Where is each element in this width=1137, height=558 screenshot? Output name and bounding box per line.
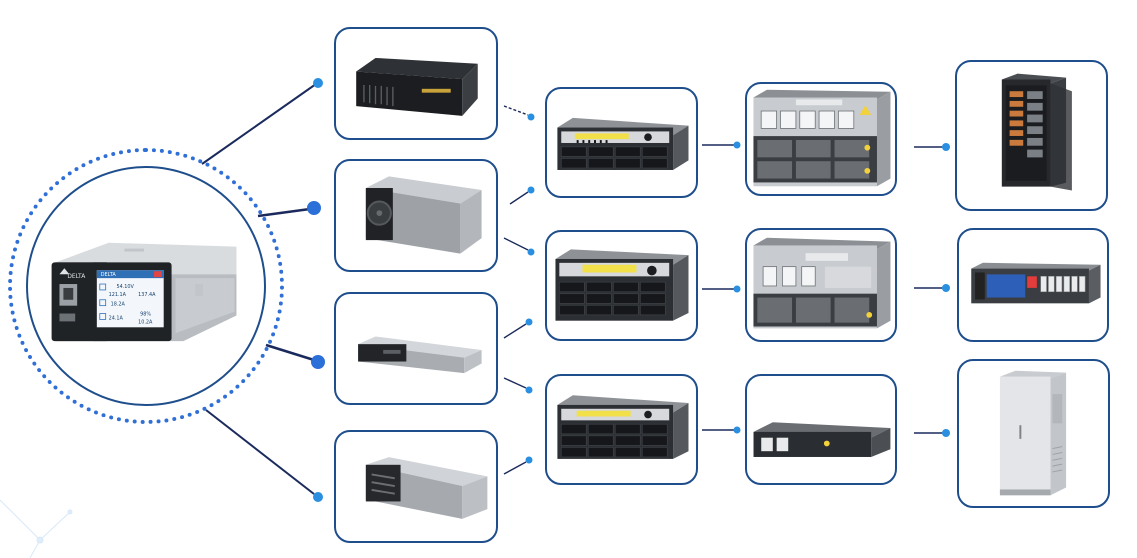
connector-dot <box>525 456 533 464</box>
connector-dot <box>311 355 325 369</box>
rectifier-illustration <box>356 57 478 116</box>
connector-dot <box>733 426 741 434</box>
readout-percent: 98% <box>140 312 151 318</box>
distribution-unit-3[interactable] <box>745 374 897 485</box>
readout-current-4: 24.1A <box>109 315 124 321</box>
connector-dot <box>733 285 741 293</box>
readout-current-3: 18.2A <box>111 302 126 308</box>
rectifier-module-1[interactable] <box>334 27 498 140</box>
connector-dot <box>525 318 533 326</box>
rectifier-module-2[interactable] <box>334 159 498 272</box>
connector-dot <box>313 78 323 88</box>
connector-dot <box>942 429 950 437</box>
distribution-unit-2[interactable] <box>745 228 897 342</box>
panel-illustration <box>971 262 1101 304</box>
readout-current-5: 10.2A <box>138 319 153 325</box>
connector-dot <box>942 284 950 292</box>
connector-hub-rect4 <box>205 409 315 495</box>
distribution-unit-1[interactable] <box>745 82 897 196</box>
readout-current-2: 137.4A <box>138 292 156 298</box>
readout-voltage: 54.10V <box>117 284 135 290</box>
outdoor-cabinet[interactable] <box>957 359 1110 508</box>
connector-dot <box>942 143 950 151</box>
distribution-unit-illustration <box>753 89 891 187</box>
controller-illustration: DELTA DELTA 54.10V 121.1A 137.4A 18.2A 2… <box>51 242 237 342</box>
indoor-rack-cabinet[interactable] <box>955 60 1108 211</box>
readout-current-1: 121.1A <box>109 292 127 298</box>
connector-dot <box>527 248 535 256</box>
distribution-unit-illustration <box>753 422 891 457</box>
connector-dot <box>307 201 321 215</box>
controller-ring <box>8 148 284 424</box>
cabinet-illustration <box>1001 73 1072 191</box>
connector-dot <box>733 141 741 149</box>
power-shelf-1[interactable] <box>545 87 698 198</box>
controller-hub[interactable]: DELTA DELTA 54.10V 121.1A 137.4A 18.2A 2… <box>26 166 266 406</box>
connector-hub-rect1 <box>201 83 317 165</box>
connector-dot <box>525 386 533 394</box>
power-shelf-illustration <box>557 395 689 459</box>
rack-distribution-panel[interactable] <box>957 228 1109 342</box>
outdoor-cabinet-illustration <box>999 370 1067 496</box>
screen-title: DELTA <box>101 272 117 278</box>
connector-dot <box>527 186 535 194</box>
connector-dot <box>313 492 323 502</box>
power-shelf-illustration <box>555 249 689 321</box>
power-shelf-3[interactable] <box>545 374 698 485</box>
rectifier-module-4[interactable] <box>334 430 498 543</box>
connector-dot <box>527 113 535 121</box>
connector-hub-rect3 <box>265 343 315 362</box>
power-shelf-2[interactable] <box>545 230 698 341</box>
distribution-unit-illustration <box>753 237 891 329</box>
rectifier-illustration <box>365 457 488 519</box>
rectifier-illustration <box>358 336 482 374</box>
rectifier-illustration <box>365 176 482 254</box>
power-shelf-illustration <box>557 117 689 170</box>
connector-hub-rect2 <box>257 207 311 218</box>
rectifier-module-3[interactable] <box>334 292 498 405</box>
brand-label: DELTA <box>67 274 85 280</box>
